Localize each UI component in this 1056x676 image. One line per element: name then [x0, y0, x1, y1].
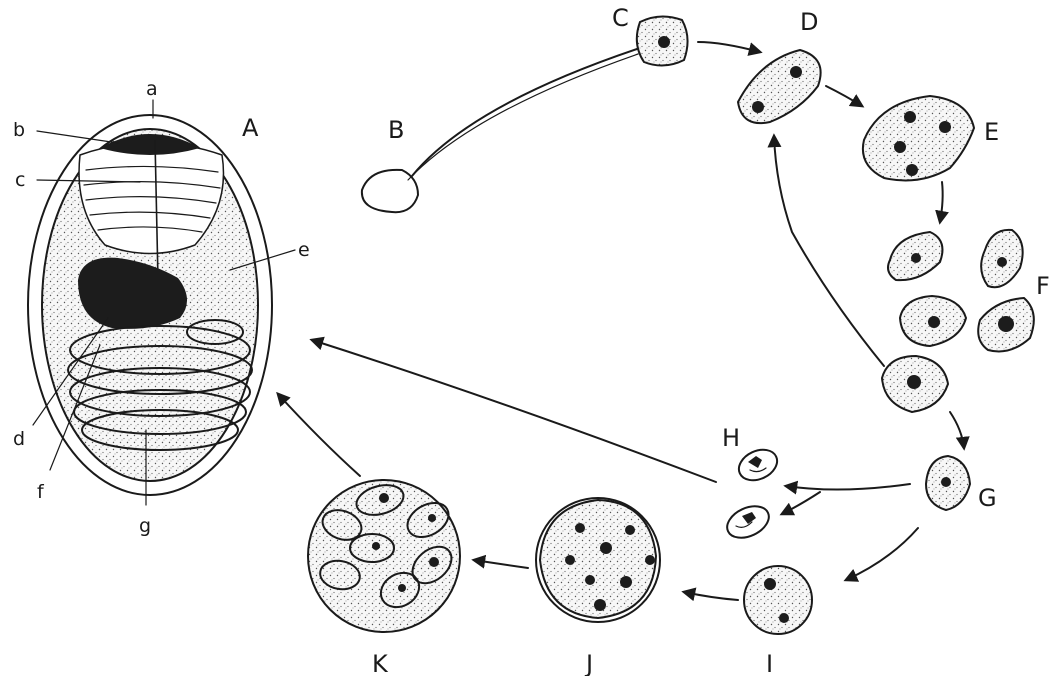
stage-label-D: D — [800, 8, 818, 36]
stage-label-B: B — [388, 116, 404, 144]
arrow-F-D — [774, 136, 884, 366]
spore-A: a b c e d f g A — [13, 78, 310, 537]
arrow-F-G — [950, 412, 964, 448]
arrow-E-F — [940, 182, 943, 222]
stage-label-H: H — [722, 424, 740, 452]
arrow-C-D — [698, 42, 760, 52]
part-label-f: f — [37, 481, 45, 503]
extruded-filament-B: B — [362, 48, 640, 212]
stage-label-K: K — [372, 650, 389, 676]
polar-filament-tube — [412, 48, 640, 176]
part-label-g: g — [139, 515, 151, 537]
arrow-G-H-upper — [786, 484, 910, 490]
stage-label-E: E — [984, 118, 999, 146]
part-label-b: b — [13, 119, 25, 141]
arrow-J-K — [474, 560, 528, 568]
arrow-K-A — [278, 394, 360, 476]
cell-D: D — [738, 8, 821, 123]
spores-H: H — [722, 424, 782, 544]
cell-C: C — [612, 4, 688, 66]
arrow-I-J — [684, 592, 738, 600]
empty-spore-shell — [362, 170, 418, 212]
stage-label-A: A — [242, 114, 259, 142]
cells-F: F — [882, 230, 1050, 412]
stage-label-G: G — [978, 484, 997, 512]
stage-label-I: I — [766, 650, 773, 676]
arrow-H-A — [312, 340, 716, 482]
cell-G: G — [926, 456, 997, 512]
arrow-G-H-lower — [782, 492, 820, 514]
arrow-D-E — [826, 86, 862, 106]
part-label-e: e — [298, 239, 310, 261]
part-label-d: d — [13, 428, 25, 450]
polaroplast — [79, 143, 223, 254]
cell-I: I — [744, 566, 812, 676]
sporont-J: J — [536, 498, 660, 676]
stage-label-F: F — [1036, 272, 1050, 300]
stage-label-J: J — [584, 650, 593, 676]
arrow-G-I — [846, 528, 918, 580]
part-label-c: c — [15, 169, 25, 191]
pansporoblast-K: K — [308, 480, 460, 676]
cell-E: E — [863, 96, 999, 180]
stage-label-C: C — [612, 4, 629, 32]
part-label-a: a — [146, 78, 158, 100]
